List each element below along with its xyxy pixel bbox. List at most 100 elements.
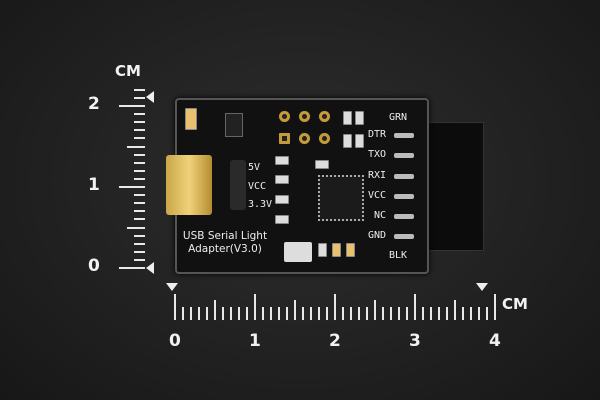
header-pin — [394, 194, 414, 199]
header-pin — [394, 214, 414, 219]
crystal — [284, 242, 312, 262]
smd-component — [346, 243, 355, 257]
ruler-tick — [462, 307, 464, 320]
ruler-tick — [278, 307, 280, 320]
jumper-label-5v: 5V — [248, 162, 261, 173]
board-title-line1: USB Serial Light — [182, 230, 268, 242]
smd-component — [318, 243, 327, 257]
ruler-tick — [454, 300, 456, 320]
ruler-tick — [238, 307, 240, 320]
smd-component — [275, 195, 289, 204]
ruler-tick — [270, 307, 272, 320]
ruler-tick — [134, 258, 145, 261]
pad — [279, 133, 290, 144]
ruler-tick — [382, 307, 384, 320]
ruler-tick — [230, 307, 232, 320]
ruler-tick — [246, 307, 248, 320]
horizontal-ruler-label-2: 2 — [329, 331, 341, 351]
ruler-tick — [494, 294, 496, 320]
ruler-tick — [134, 242, 145, 245]
ruler-tick — [134, 96, 145, 99]
smd-component — [343, 111, 352, 125]
ruler-tick — [119, 186, 145, 188]
ruler-tick — [470, 307, 472, 320]
horizontal-ruler-unit: CM — [502, 295, 528, 313]
ruler-tick — [390, 307, 392, 320]
ruler-tick — [134, 202, 145, 205]
header-pin — [394, 174, 414, 179]
horizontal-ruler-label-1: 1 — [249, 331, 261, 351]
pin-label-txo: TXO — [368, 149, 387, 160]
regulator — [225, 113, 243, 137]
ruler-tick — [134, 218, 145, 221]
vertical-ruler-label-2: 2 — [88, 94, 100, 114]
smd-component — [315, 160, 329, 169]
ruler-tick — [430, 307, 432, 320]
ruler-tick — [374, 300, 376, 320]
ruler-tick — [334, 294, 336, 320]
pin-label-gnd: GND — [368, 230, 387, 241]
pin-label-vcc: VCC — [368, 190, 387, 201]
ruler-tick — [446, 307, 448, 320]
header-pin — [394, 133, 414, 138]
ruler-tick — [294, 300, 296, 320]
vertical-ruler-label-1: 1 — [88, 175, 100, 195]
ruler-tick — [134, 194, 145, 197]
ruler-tick — [318, 307, 320, 320]
ruler-tick — [222, 307, 224, 320]
ruler-tick — [486, 307, 488, 320]
ruler-tick — [254, 294, 256, 320]
pad — [279, 111, 290, 122]
ruler-tick — [134, 210, 145, 213]
ruler-tick — [214, 300, 216, 320]
pad — [319, 111, 330, 122]
ruler-tick — [134, 234, 145, 237]
jumper — [230, 160, 246, 210]
ruler-tick — [206, 307, 208, 320]
pin-label-rxi: RXI — [368, 170, 387, 181]
ruler-tick — [134, 137, 145, 140]
jumper-label-3v3: 3.3V — [248, 199, 273, 210]
ruler-tick — [134, 88, 145, 91]
vertical-marker-bottom — [146, 262, 154, 274]
ruler-tick — [262, 307, 264, 320]
pad — [319, 133, 330, 144]
ruler-tick — [127, 226, 145, 229]
pad — [299, 111, 310, 122]
microcontroller-chip — [318, 175, 364, 221]
ruler-tick — [134, 250, 145, 253]
ruler-tick — [350, 307, 352, 320]
ruler-tick — [414, 294, 416, 320]
smd-component — [185, 108, 197, 130]
horizontal-ruler-label-4: 4 — [489, 331, 501, 351]
ruler-tick — [366, 307, 368, 320]
horizontal-ruler-label-0: 0 — [169, 331, 181, 351]
header-pin — [394, 234, 414, 239]
smd-component — [275, 175, 289, 184]
ruler-tick — [134, 177, 145, 180]
header-pin — [394, 153, 414, 158]
ruler-tick — [134, 129, 145, 132]
ruler-tick — [310, 307, 312, 320]
ruler-tick — [182, 307, 184, 320]
pad — [299, 133, 310, 144]
smd-component — [355, 134, 364, 148]
vertical-ruler-unit: CM — [115, 62, 141, 80]
ruler-tick — [358, 307, 360, 320]
ruler-tick — [302, 307, 304, 320]
smd-component — [275, 156, 289, 165]
pin-label-grn: GRN — [389, 112, 408, 123]
ruler-tick — [174, 294, 176, 320]
smd-component — [275, 215, 289, 224]
jumper-label-vcc: VCC — [248, 181, 267, 192]
pin-label-nc: NC — [374, 210, 387, 221]
ruler-tick — [406, 307, 408, 320]
ruler-tick — [286, 307, 288, 320]
smd-component — [343, 134, 352, 148]
ruler-tick — [190, 307, 192, 320]
horizontal-marker-right — [476, 283, 488, 291]
ruler-tick — [119, 267, 145, 269]
smd-component — [355, 111, 364, 125]
ruler-tick — [134, 169, 145, 172]
board-title-line2: Adapter(V3.0) — [188, 243, 262, 255]
